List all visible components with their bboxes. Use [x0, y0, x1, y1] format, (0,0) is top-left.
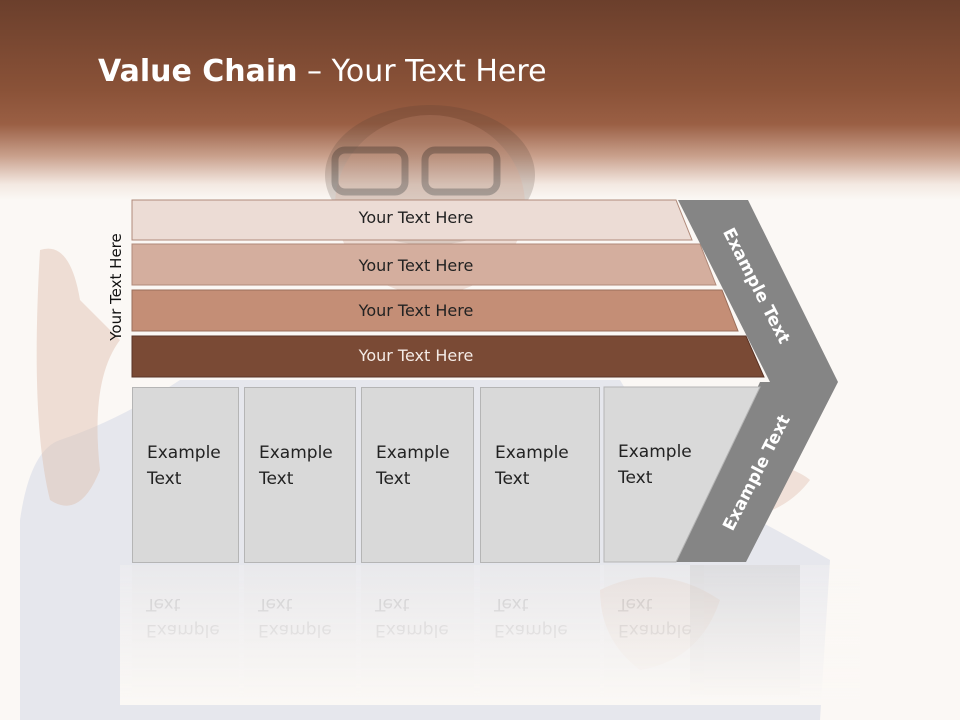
box-4-line1: Example [495, 443, 569, 463]
bar-4-label: Your Text Here [358, 346, 474, 365]
box-2-line1: Example [259, 443, 333, 463]
slide-title: Value Chain – Your Text Here [98, 54, 547, 89]
bar-4 [131, 335, 765, 378]
box-3-line2: Text [376, 469, 411, 489]
bar-1-label: Your Text Here [358, 208, 474, 227]
slide-title-rest: – Your Text Here [297, 54, 547, 89]
box-5-line1: Example [618, 442, 692, 462]
bar-3-label: Your Text Here [358, 301, 474, 320]
box-1-line1: Example [147, 443, 221, 463]
bar-2 [131, 243, 717, 286]
box-3-line1: Example [376, 443, 450, 463]
header-band [0, 0, 960, 200]
box-4-line2: Text [495, 469, 530, 489]
reflection-fade [120, 565, 860, 705]
slide-title-bold: Value Chain [98, 54, 298, 89]
last-box-slant [603, 386, 761, 563]
box-2-line2: Text [259, 469, 294, 489]
bar-3 [131, 289, 739, 332]
bar-1 [131, 199, 693, 241]
box-1-line2: Text [147, 469, 182, 489]
box-5-line2: Text [618, 468, 653, 488]
chevron-arrow [676, 200, 838, 562]
bar-2-label: Your Text Here [358, 256, 474, 275]
